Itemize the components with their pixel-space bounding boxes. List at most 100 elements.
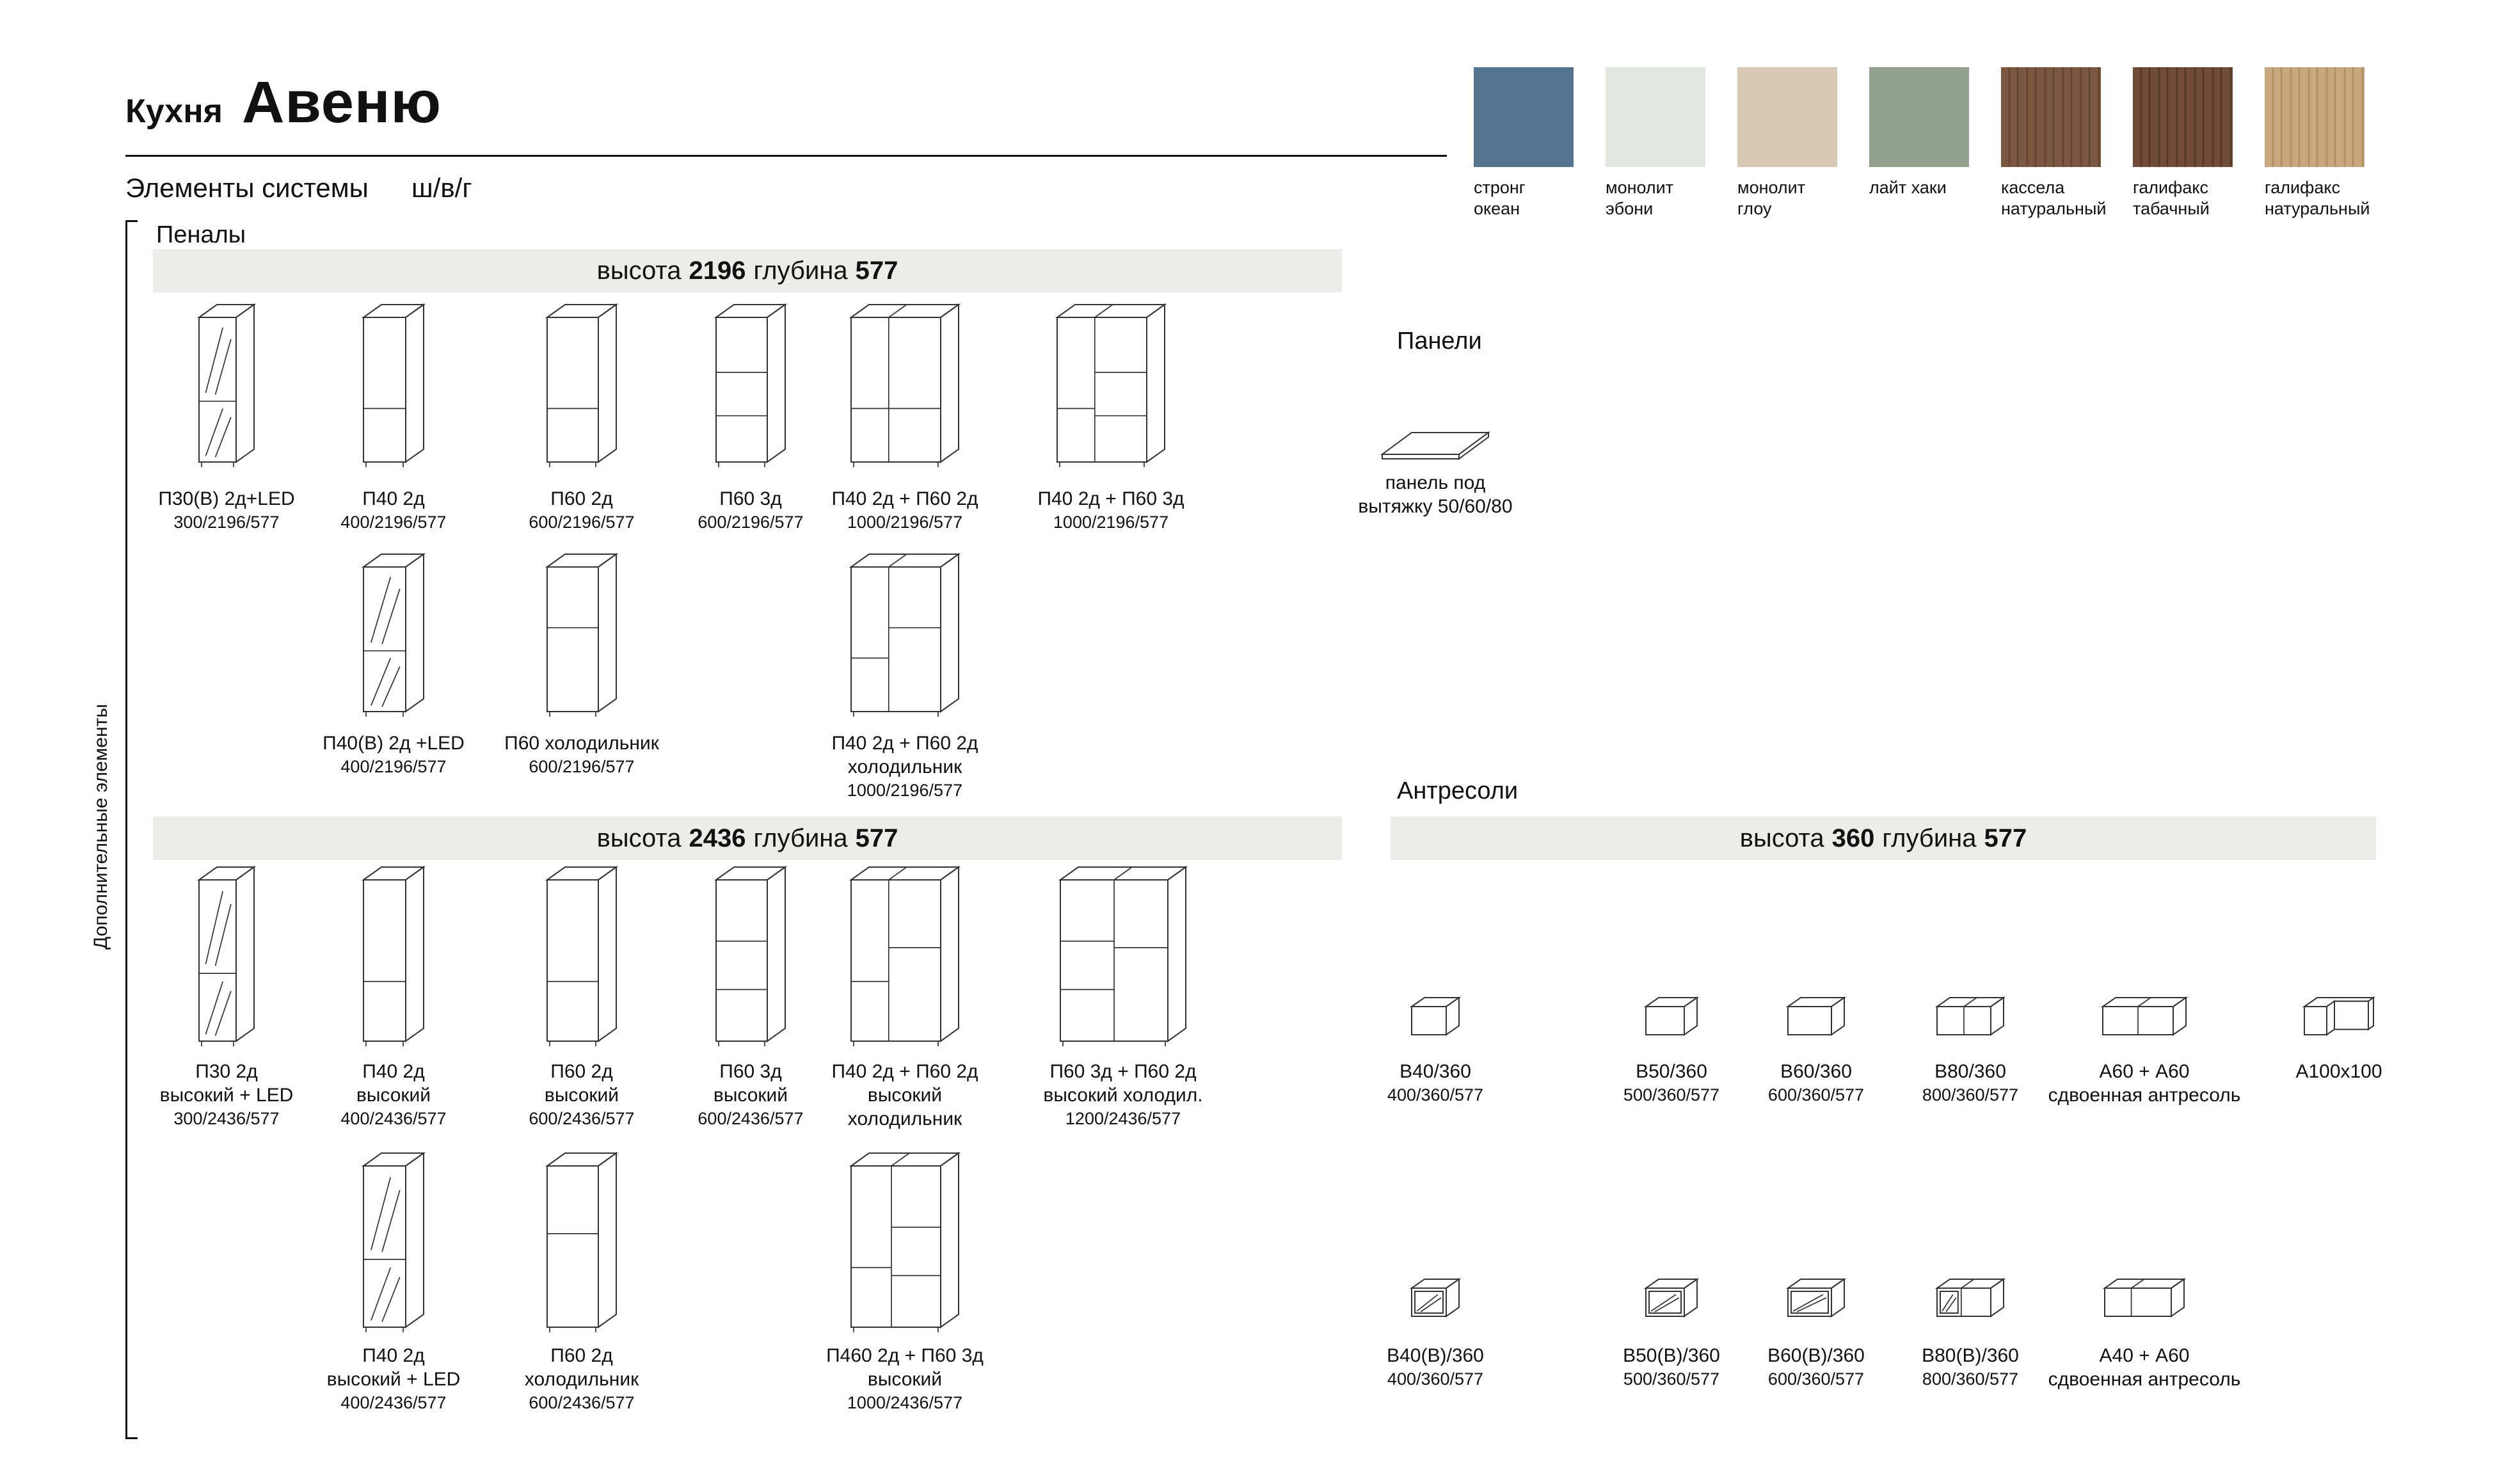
- item-name: П460 2д + П60 3д: [826, 1345, 984, 1366]
- cabinet-figure: [1410, 1277, 1461, 1318]
- cabinet-figure: [362, 303, 426, 469]
- finish-chip: [1869, 67, 1969, 167]
- item-name: высокий: [544, 1085, 619, 1106]
- band-text: глубина: [1882, 824, 1977, 852]
- finish-label-line: монолит: [1606, 178, 1674, 197]
- item-name: В50(В)/360: [1623, 1345, 1720, 1366]
- finish-chip: [2001, 67, 2101, 167]
- title-rule: [125, 155, 1447, 157]
- dims-legend: ш/в/г: [411, 173, 472, 203]
- item-label: В60/360 600/360/577: [1707, 1060, 1925, 1107]
- band-height-value: 2436: [689, 824, 746, 852]
- band-height-value: 360: [1831, 824, 1875, 852]
- item-dims: 1000/2196/577: [847, 781, 963, 800]
- item-dims: 400/2436/577: [340, 1393, 447, 1412]
- section-label-penaly: Пеналы: [156, 221, 246, 248]
- item-name: А40 + А60: [2099, 1345, 2190, 1366]
- item-name: В80(В)/360: [1922, 1345, 2019, 1366]
- finish-label-line: стронг: [1474, 178, 1526, 197]
- finish-chip: [2133, 67, 2233, 167]
- item-name: В40(В)/360: [1387, 1345, 1484, 1366]
- item-name: П60 2д: [550, 488, 613, 509]
- cabinet-figure: [849, 1151, 961, 1334]
- item-dims: 600/2196/577: [529, 757, 635, 776]
- size-band-360: высота 360 глубина 577: [1391, 817, 2376, 860]
- item-dims: 600/2436/577: [698, 1109, 804, 1128]
- finish-label-line: эбони: [1606, 199, 1654, 218]
- size-band-2436: высота 2436 глубина 577: [153, 817, 1342, 860]
- cabinet-figure: [197, 865, 256, 1048]
- item-dims: 400/2436/577: [340, 1109, 447, 1128]
- finish-label: монолит эбони: [1606, 177, 1705, 219]
- item-dims: 1000/2196/577: [847, 513, 963, 532]
- finish-label-line: галифакс: [2133, 178, 2208, 197]
- size-band-2196: высота 2196 глубина 577: [153, 249, 1342, 292]
- item-name: П60 3д: [719, 1061, 782, 1082]
- cabinet-figure: [1644, 996, 1699, 1037]
- item-name: сдвоенная антресоль: [2048, 1085, 2241, 1106]
- item-name: А100х100: [2295, 1061, 2382, 1082]
- panel-figure: [1380, 431, 1490, 461]
- item-name: высокий: [867, 1369, 943, 1390]
- finish-label-line: океан: [1474, 199, 1520, 218]
- finish-chip: [1606, 67, 1705, 167]
- finish-label-line: кассела: [2001, 178, 2065, 197]
- item-name: В50/360: [1636, 1061, 1707, 1082]
- item-name: П60 холодильник: [504, 733, 659, 754]
- item-name: П60 3д + П60 2д: [1049, 1061, 1197, 1082]
- item-name: сдвоенная антресоль: [2048, 1369, 2241, 1390]
- item-dims: 1000/2196/577: [1053, 513, 1169, 532]
- item-name: высокий холодил.: [1043, 1085, 1203, 1106]
- item-dims: 800/360/577: [1922, 1369, 2019, 1389]
- cabinet-figure: [362, 552, 426, 719]
- page-title: Кухня Авеню: [125, 69, 442, 136]
- item-name: А60 + А60: [2099, 1061, 2190, 1082]
- item-label: П60 холодильник 600/2196/577: [473, 731, 690, 779]
- item-name: П40 2д: [362, 1061, 425, 1082]
- group-bracket: [125, 220, 138, 1439]
- item-label: В80(В)/360 800/360/577: [1862, 1344, 2079, 1391]
- item-name: П60 3д: [719, 488, 782, 509]
- item-name: высокий + LED: [326, 1369, 461, 1390]
- group-label: Дополнительные элементы: [90, 704, 111, 950]
- finish-swatch: монолит эбони: [1606, 67, 1705, 219]
- item-dims: 300/2436/577: [173, 1109, 280, 1128]
- cabinet-figure: [197, 303, 256, 469]
- item-name: П60 2д: [550, 1061, 613, 1082]
- finish-label-line: лайт хаки: [1869, 178, 1947, 197]
- item-name: В60/360: [1780, 1061, 1852, 1082]
- item-dims: 800/360/577: [1922, 1085, 2019, 1104]
- item-name: вытяжку 50/60/80: [1358, 496, 1513, 517]
- item-dims: 600/360/577: [1767, 1369, 1865, 1389]
- cabinet-figure: [1644, 1277, 1699, 1318]
- item-dims: 600/2436/577: [529, 1393, 635, 1412]
- section-label-antresoli: Антресоли: [1397, 777, 1519, 804]
- item-dims: 600/2436/577: [529, 1109, 635, 1128]
- cabinet-figure: [545, 865, 618, 1048]
- item-name: П40 2д: [362, 1345, 425, 1366]
- cabinet-figure: [2101, 996, 2188, 1037]
- item-name: П30 2д: [195, 1061, 258, 1082]
- item-dims: 600/360/577: [1767, 1085, 1865, 1104]
